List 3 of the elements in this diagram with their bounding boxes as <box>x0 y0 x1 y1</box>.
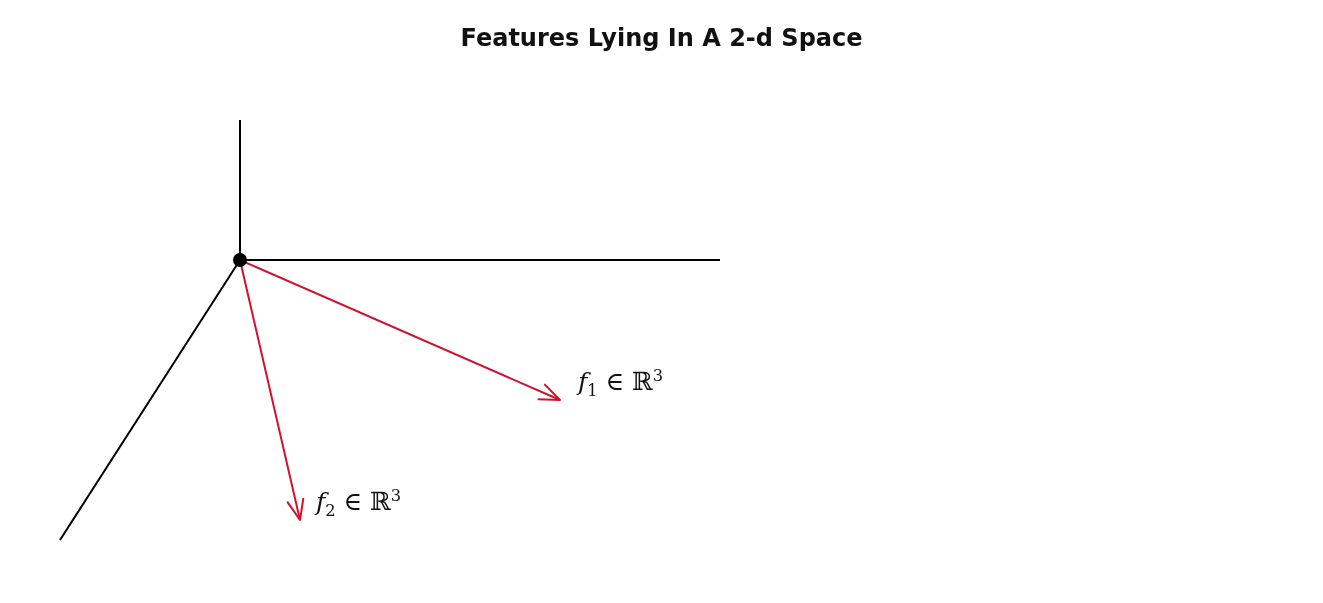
vector-label: f$_{1}$ ∈ ℝ$^{3}$ <box>578 366 664 401</box>
diagram-title: Features Lying In A 2-d Space <box>460 24 863 52</box>
vector-label: f$_{2}$ ∈ ℝ$^{3}$ <box>316 486 402 521</box>
